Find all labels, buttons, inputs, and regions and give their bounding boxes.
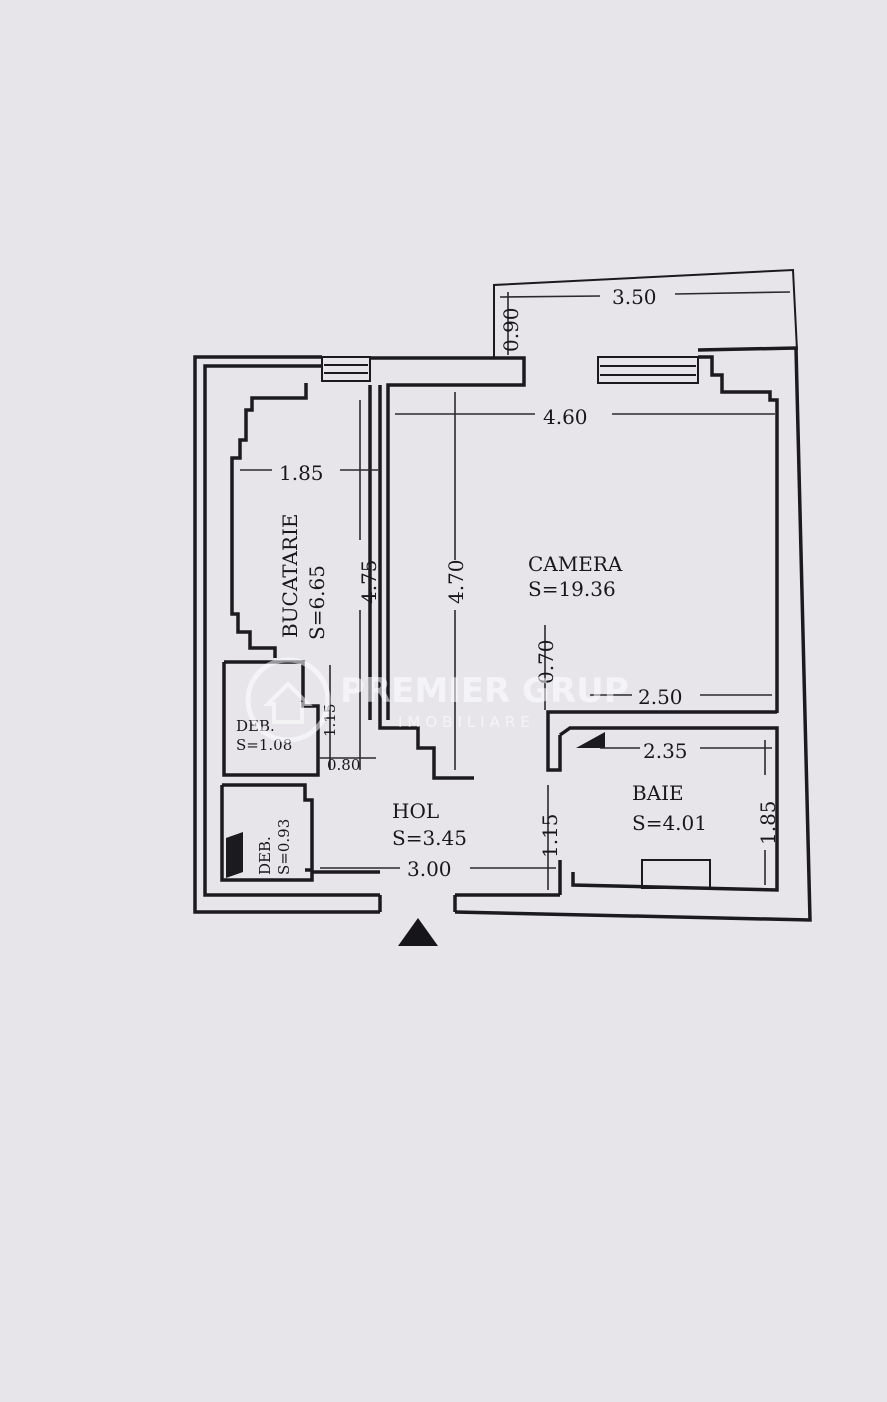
- balcony-dim-line: [499, 295, 601, 298]
- deb-lower-shaft: [226, 832, 243, 878]
- bucatarie-name: BUCATARIE: [278, 514, 302, 638]
- left-inner-wall: [203, 364, 380, 897]
- camera-area: S=19.36: [528, 577, 616, 601]
- hol-name: HOL: [392, 799, 439, 823]
- dimension-lines: [240, 392, 775, 890]
- balcony-outline: [493, 268, 798, 358]
- dim-camera-width: 4.60: [543, 405, 588, 429]
- camera-name: CAMERA: [528, 552, 623, 576]
- dim-baie-width: 2.35: [643, 739, 688, 763]
- dim-camera-step: 0.70: [534, 639, 558, 684]
- watermark: PREMIER GRUP IMOBILIARE: [245, 657, 629, 743]
- bucatarie-area: S=6.65: [305, 565, 329, 640]
- entrance-arrow-icon: [398, 918, 438, 946]
- baie-area: S=4.01: [632, 811, 707, 835]
- hol-area: S=3.45: [392, 826, 467, 850]
- top-mid-wall: [370, 356, 526, 410]
- kitchen-counter-outline: [230, 383, 308, 658]
- exterior-walls: [193, 346, 812, 922]
- baie-shaft-marker: [576, 732, 605, 748]
- right-outer-wall: [454, 346, 812, 922]
- kitchen-walls: [230, 383, 474, 780]
- deb-lower-area: S=0.93: [275, 819, 293, 875]
- dim-baie-door: 1.15: [538, 813, 562, 858]
- dim-balcony-width: 3.50: [612, 285, 657, 309]
- dimension-labels: 3.50 0.90 4.60 4.70 1.85 4.75 2.50 0.70 …: [279, 285, 780, 881]
- camera-window: [597, 356, 699, 384]
- watermark-sub: IMOBILIARE: [398, 713, 535, 731]
- dim-baie-height: 1.85: [756, 800, 780, 845]
- dim-balcony-depth: 0.90: [499, 307, 523, 352]
- dim-camera-inner: 2.50: [638, 685, 683, 709]
- dim-camera-height: 4.70: [444, 559, 468, 604]
- dim-kitchen-height: 4.75: [357, 559, 381, 604]
- watermark-brand: PREMIER GRUP: [340, 671, 629, 711]
- baie-door-jamb-top: [546, 735, 562, 772]
- dim-kitchen-width: 1.85: [279, 461, 324, 485]
- deb-lower-outline: [220, 783, 314, 882]
- balcony: [493, 268, 798, 358]
- dim-hol-step: 0.80: [327, 756, 360, 774]
- baie-fixture: [641, 859, 711, 889]
- hol-step-wall: [378, 720, 474, 780]
- right-inner-wall: [698, 355, 779, 713]
- deb-lower-name: DEB.: [256, 836, 274, 875]
- dim-hol-width: 3.00: [407, 857, 452, 881]
- baie-outline: [558, 726, 779, 892]
- room-labels: CAMERA S=19.36 BUCATARIE S=6.65 HOL S=3.…: [236, 514, 707, 875]
- watermark-logo-icon: [245, 657, 331, 743]
- kitchen-window: [321, 356, 371, 382]
- left-outer-wall: [193, 355, 380, 914]
- baie-name: BAIE: [632, 781, 684, 805]
- baie-walls: [546, 710, 779, 895]
- camera-bottom-wall: [546, 710, 777, 735]
